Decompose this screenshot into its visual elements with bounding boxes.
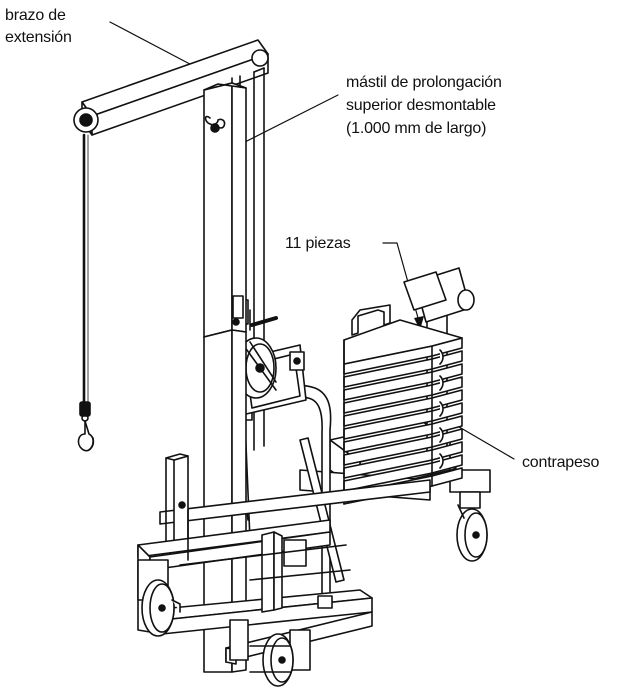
- cable-hook: [77, 133, 95, 452]
- main-mast: [203, 82, 247, 673]
- base-frame: [137, 453, 431, 665]
- label-mast-line1: mástil de prolongación: [346, 74, 502, 91]
- caster-right[interactable]: [229, 619, 249, 661]
- counterweight-plates[interactable]: [343, 319, 463, 505]
- label-mast-line2: superior desmontable: [346, 97, 496, 114]
- label-pieces: 11 piezas: [285, 235, 351, 252]
- label-extension-arm-line1: brazo de: [5, 7, 66, 24]
- label-extension-arm-line2: extensión: [5, 29, 72, 46]
- label-mast-line3: (1.000 mm de largo): [346, 120, 487, 137]
- front-casters[interactable]: [137, 559, 311, 687]
- label-counterweight: contrapeso: [522, 454, 600, 471]
- extension-arm: [73, 39, 269, 136]
